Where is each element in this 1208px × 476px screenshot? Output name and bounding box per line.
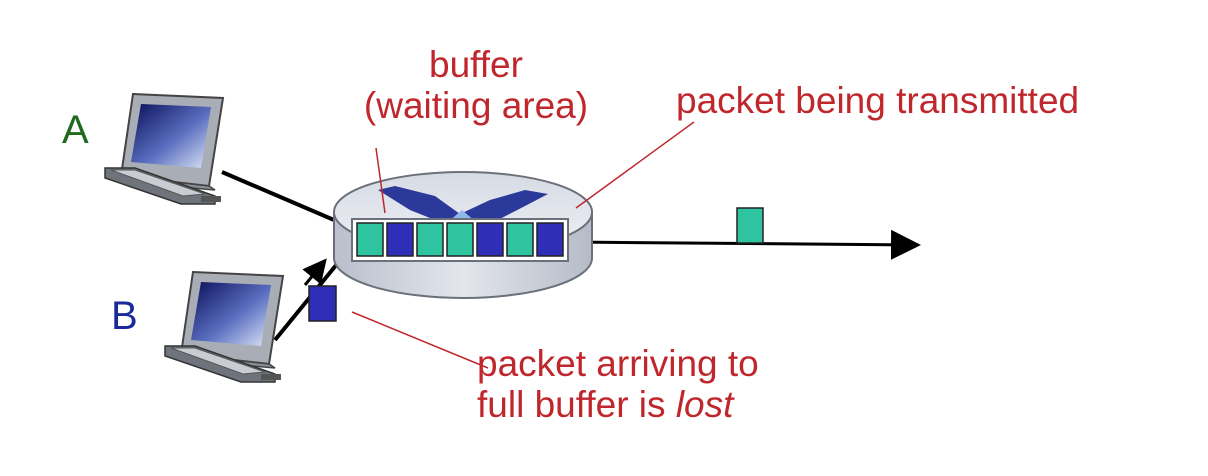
buffer-annotation-line2: (waiting area)	[363, 85, 589, 127]
lost-annotation-line2: full buffer is lost	[477, 384, 759, 425]
buffer-queue	[351, 218, 569, 262]
link-a-to-router	[221, 170, 356, 231]
transmitted-annotation: packet being transmitted	[676, 80, 1080, 121]
buffer-packet	[476, 222, 504, 257]
host-a-label: A	[62, 108, 89, 152]
buffer-packet	[386, 222, 414, 257]
callout-lost	[351, 311, 489, 369]
buffer-packet	[446, 222, 474, 257]
packet-arriving-lost	[308, 285, 337, 322]
host-b-label: B	[111, 294, 138, 338]
callout-transmitted	[575, 121, 695, 209]
buffer-annotation: buffer (waiting area)	[338, 44, 614, 127]
computer-b-icon	[164, 270, 285, 383]
packet-in-transit	[736, 207, 764, 244]
buffer-packet	[356, 222, 384, 257]
callout-buffer	[375, 147, 386, 214]
buffer-annotation-line1: buffer	[429, 44, 523, 85]
buffer-packet	[416, 222, 444, 257]
buffer-packet	[506, 222, 534, 257]
buffer-packet	[536, 222, 564, 257]
computer-a-icon	[104, 92, 225, 205]
callout-lines	[351, 121, 695, 369]
router-arrows-icon	[378, 186, 548, 234]
lost-annotation-emphasis: lost	[675, 384, 734, 426]
arrival-arrow	[302, 258, 327, 286]
lost-annotation-line1: packet arriving to	[477, 343, 759, 384]
lost-annotation: packet arriving to full buffer is lost	[477, 343, 759, 426]
lost-annotation-prefix: full buffer is	[477, 384, 676, 426]
